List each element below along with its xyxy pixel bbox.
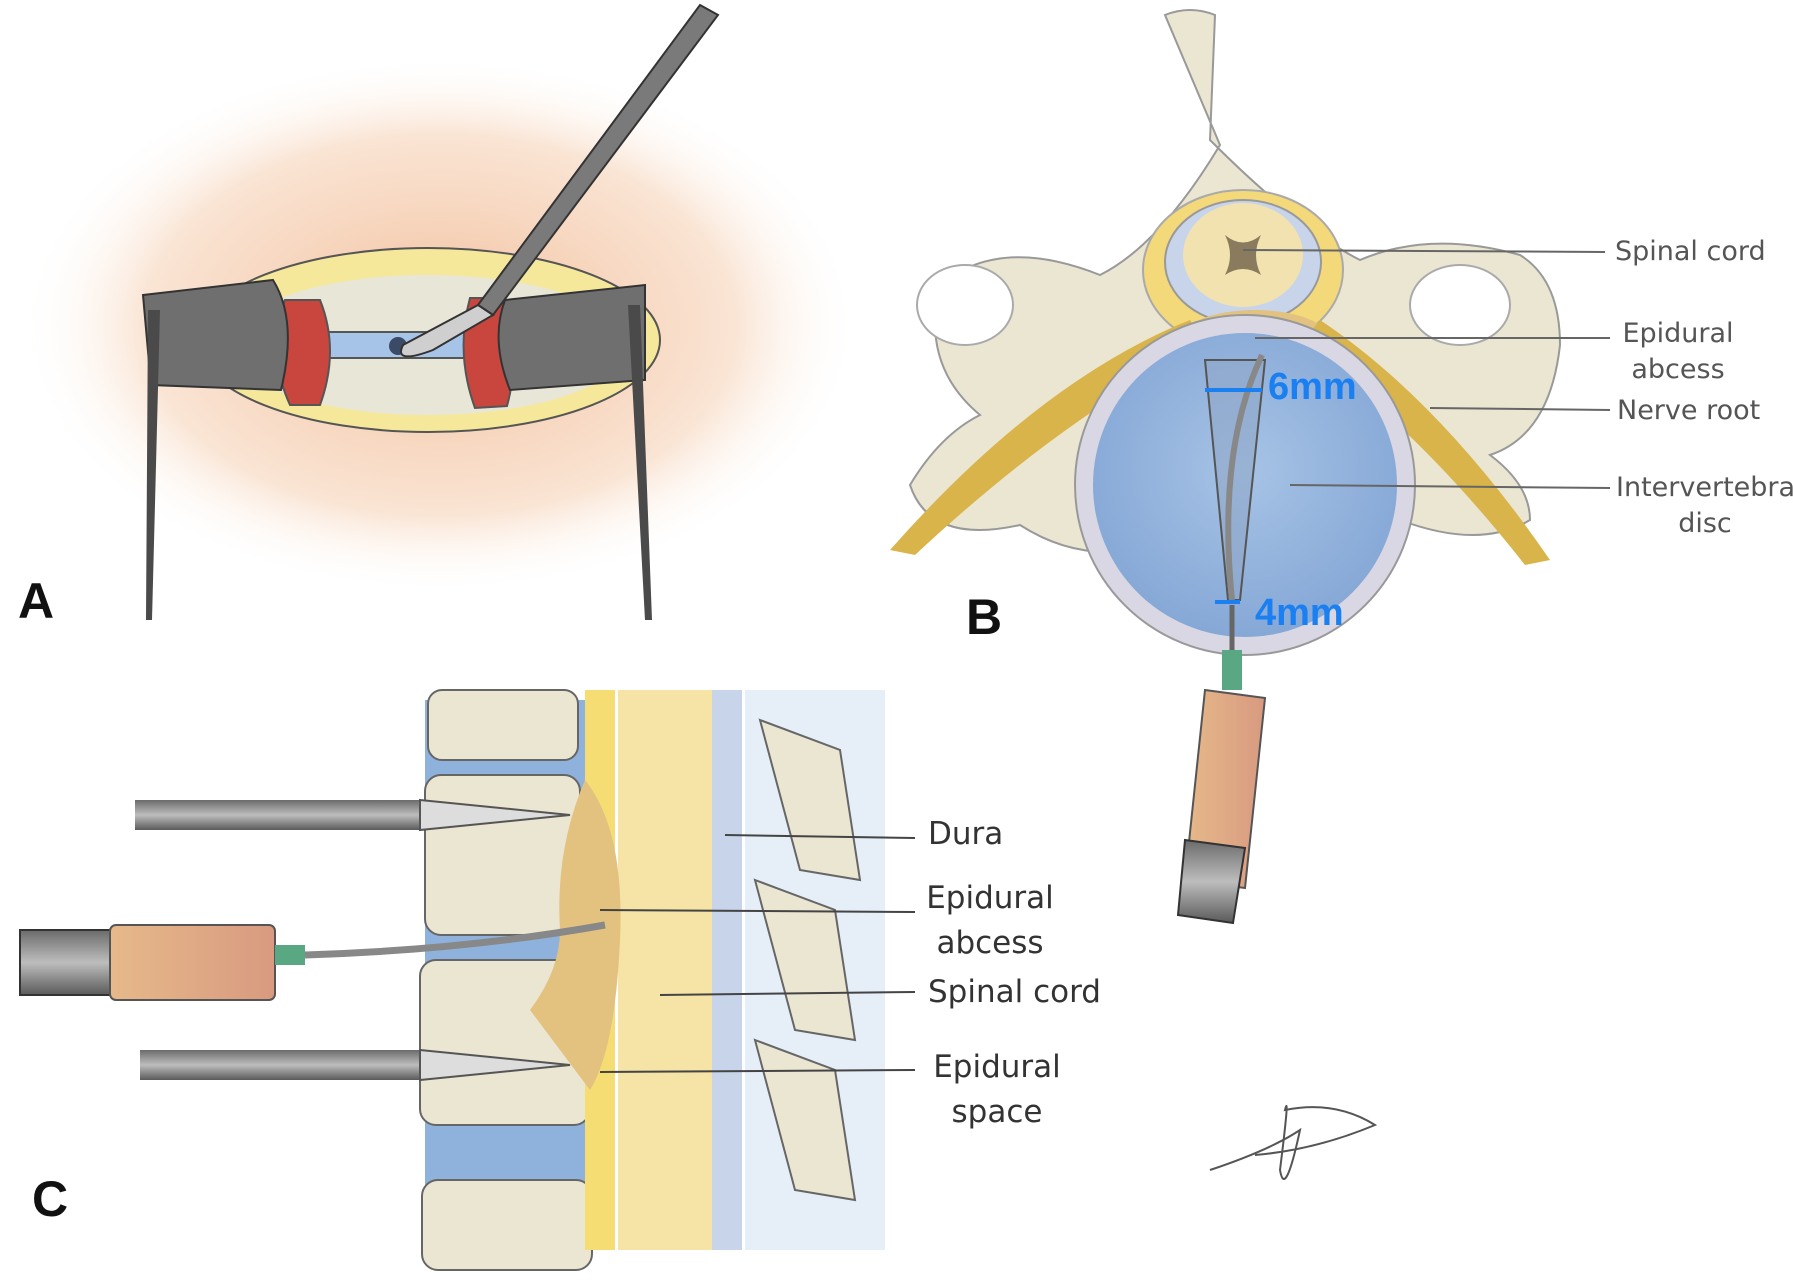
catheter xyxy=(1225,353,1265,601)
vertebra-c4 xyxy=(421,1179,593,1271)
artist-signature xyxy=(1209,1105,1378,1180)
syringe-plunger xyxy=(1176,838,1247,925)
foramen-right xyxy=(1409,264,1511,346)
foramen-left xyxy=(916,264,1014,346)
label-spinal-cord-b: Spinal cord xyxy=(1615,236,1766,267)
lamina-3 xyxy=(753,1038,857,1202)
catheter-c xyxy=(304,921,606,959)
measurement-6mm: 6mm xyxy=(1268,366,1357,408)
retractor-blade-left xyxy=(141,278,289,392)
grey-matter xyxy=(1225,235,1261,275)
vertebra-c1 xyxy=(427,689,579,761)
panel-letter-b: B xyxy=(966,589,1003,645)
label-nerve-root-b: Nerve root xyxy=(1617,395,1761,426)
leader-dura-c xyxy=(724,834,916,839)
screw-thread-top xyxy=(419,798,571,832)
label-abscess-c-line2: abcess xyxy=(936,925,1044,961)
measurement-4mm: 4mm xyxy=(1255,592,1344,634)
retractor-arm-left xyxy=(146,310,160,620)
leader-cord-c xyxy=(659,991,916,996)
needle-hub xyxy=(1222,650,1242,690)
dura-c xyxy=(712,690,742,1250)
syringe-barrel xyxy=(1183,688,1267,890)
retractor-blade-right xyxy=(497,283,646,392)
leader-disc-b xyxy=(1289,484,1611,489)
scalpel-blade xyxy=(400,303,495,358)
label-epidural-abscess-b: Epidural abcess xyxy=(1618,316,1738,388)
plunger-c xyxy=(19,929,121,996)
label-epidural-b-line1: Epidural xyxy=(1622,318,1734,349)
label-space-c-line2: space xyxy=(951,1094,1043,1130)
epidural-abscess-c xyxy=(530,780,621,1090)
needle-hub-c xyxy=(275,945,305,965)
panel-a-illustration xyxy=(20,3,860,620)
screw-rod-bottom xyxy=(140,1050,420,1080)
panel-c-illustration xyxy=(19,689,916,1271)
leader-nerve-b xyxy=(1429,407,1611,411)
label-epidural-abscess-c: Epidural abcess xyxy=(925,876,1055,966)
spinal-cord-c xyxy=(618,690,718,1250)
screw-rod-top xyxy=(135,800,420,830)
retractor-arm-right xyxy=(628,305,652,620)
label-space-c-line1: Epidural xyxy=(933,1049,1061,1085)
label-spinal-cord-c: Spinal cord xyxy=(928,974,1101,1010)
label-disc-b-line2: disc xyxy=(1678,508,1732,539)
panel-letter-a: A xyxy=(18,573,55,629)
label-dura-c: Dura xyxy=(928,816,1004,852)
label-epidural-b-line2: abcess xyxy=(1631,354,1725,385)
panel-letter-c: C xyxy=(32,1171,69,1227)
leader-abscess-c xyxy=(599,909,916,913)
syringe-barrel-c xyxy=(109,924,276,1001)
label-epidural-space-c: Epidural space xyxy=(932,1045,1062,1135)
leader-spinal-cord-b xyxy=(1242,249,1606,253)
lamina-2 xyxy=(753,878,857,1042)
label-intervertebral-disc-b: Intervertebral disc xyxy=(1616,470,1793,542)
label-disc-b-line1: Intervertebral xyxy=(1616,472,1793,503)
vertebra-c2 xyxy=(424,774,581,936)
leader-space-c xyxy=(599,1069,916,1073)
lamina-1 xyxy=(758,718,862,882)
label-abscess-c-line1: Epidural xyxy=(926,880,1054,916)
panel-b-illustration xyxy=(890,9,1611,925)
screw-thread-bottom xyxy=(419,1048,571,1082)
